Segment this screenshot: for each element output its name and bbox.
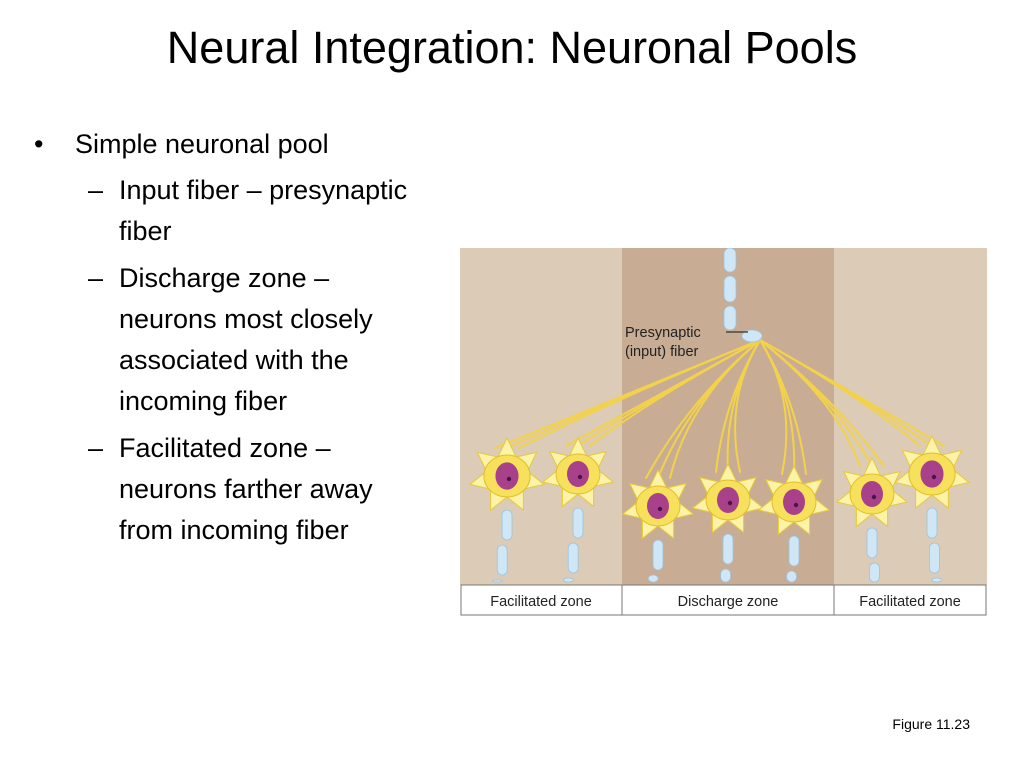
bullet-text: Simple neuronal pool: [75, 129, 329, 159]
neuron-nucleolus: [931, 474, 937, 480]
bullet-list: • Simple neuronal pool – Input fiber – p…: [30, 124, 430, 557]
neuron-nucleus: [920, 460, 944, 488]
fiber-branch: [759, 339, 885, 467]
bullet-marker: •: [34, 129, 44, 159]
facilitated-zone-right-background: [834, 248, 987, 585]
axon-segment: [567, 542, 579, 574]
axon-segment: [722, 533, 734, 565]
neuron-nucleolus: [657, 506, 663, 512]
presynaptic-label-line1: Presynaptic: [625, 325, 701, 341]
input-fiber: [723, 247, 763, 343]
presynaptic-fiber-branches: [494, 339, 945, 479]
fiber-branch: [589, 339, 761, 447]
zone-label-bar: [460, 584, 987, 616]
neuron-nucleus: [647, 493, 669, 519]
axon-segment: [866, 527, 878, 559]
sub-bullet-facilitated-zone: – Facilitated zone – neurons farther awa…: [30, 428, 430, 551]
axon-segment: [652, 539, 664, 571]
axon-segment: [496, 544, 508, 576]
fiber-branch: [734, 339, 761, 473]
input-fiber-segment: [723, 305, 737, 331]
axon-segment: [868, 562, 880, 583]
bullet-simple-neuronal-pool: • Simple neuronal pool: [30, 124, 430, 164]
neuron-nucleolus: [793, 502, 799, 508]
sub-bullet-marker: –: [88, 263, 104, 293]
axon-segment: [931, 577, 943, 583]
neuron-nucleolus: [871, 494, 877, 500]
axon-segment: [926, 507, 938, 539]
neuronal-pool-diagram: Presynaptic (input) fiber Facilitated zo…: [460, 247, 987, 616]
fiber-branch: [759, 339, 945, 447]
slide-title: Neural Integration: Neuronal Pools: [166, 22, 858, 73]
axon-segment: [720, 568, 732, 583]
neuron-axons: [492, 507, 943, 583]
sub-bullet-discharge-zone: – Discharge zone – neurons most closely …: [30, 258, 430, 422]
neuron-nucleolus: [577, 474, 583, 480]
neuron-nucleus: [783, 489, 805, 515]
axon-segment: [563, 577, 574, 583]
input-fiber-segment: [723, 275, 737, 303]
axon-segment: [492, 579, 503, 583]
sub-bullet-text: Discharge zone – neurons most closely as…: [119, 263, 373, 416]
neuron-nucleus: [861, 481, 883, 507]
figure-caption: Figure 11.23: [892, 716, 970, 732]
discharge-zone-background: [622, 248, 834, 585]
axon-segment: [788, 535, 800, 567]
neuron-nucleolus: [506, 476, 512, 482]
sub-bullet-list: – Input fiber – presynaptic fiber – Disc…: [30, 170, 430, 551]
sub-bullet-marker: –: [88, 433, 104, 463]
axon-segment: [928, 542, 940, 574]
neuronal-pool-figure: Presynaptic (input) fiber Facilitated zo…: [460, 247, 987, 616]
facilitated-zone-left-label: Facilitated zone: [490, 594, 592, 610]
neuron-nucleus: [717, 487, 739, 513]
input-fiber-terminal: [741, 329, 763, 343]
fiber-branch: [759, 339, 807, 475]
axon-segment: [786, 570, 798, 583]
presynaptic-label-line2: (input) fiber: [625, 344, 699, 360]
facilitated-zone-right-label: Facilitated zone: [859, 594, 961, 610]
input-fiber-segment: [723, 247, 737, 273]
neuron-nucleolus: [727, 500, 733, 506]
axon-segment: [572, 507, 584, 539]
axon-segment: [647, 574, 659, 583]
axon-segment: [501, 509, 513, 541]
discharge-zone-label: Discharge zone: [678, 594, 779, 610]
neuron-nucleus: [567, 461, 589, 487]
sub-bullet-input-fiber: – Input fiber – presynaptic fiber: [30, 170, 430, 252]
sub-bullet-text: Facilitated zone – neurons farther away …: [119, 433, 373, 545]
neurons: [468, 435, 971, 540]
sub-bullet-marker: –: [88, 175, 104, 205]
fiber-branch: [518, 339, 761, 449]
sub-bullet-text: Input fiber – presynaptic fiber: [119, 175, 408, 246]
fiber-branch: [669, 339, 761, 479]
neuron-nucleus: [495, 462, 519, 490]
facilitated-zone-left-background: [460, 248, 622, 585]
